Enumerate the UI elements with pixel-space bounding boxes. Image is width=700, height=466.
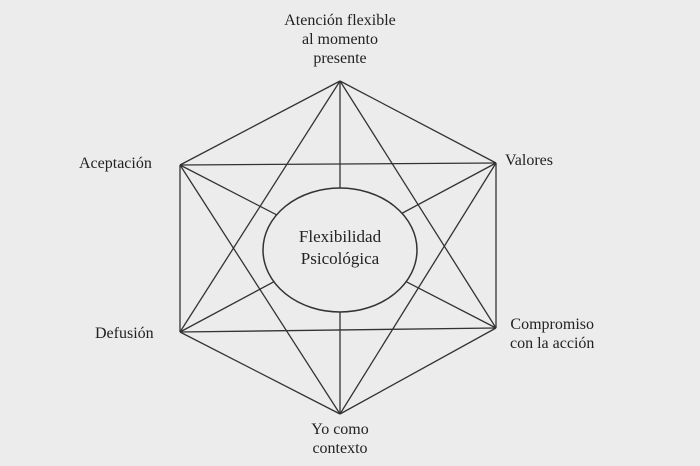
node-label-lower-right: Compromiso con la acción <box>510 315 594 353</box>
label-line: Aceptación <box>79 155 152 172</box>
center-label: Flexibilidad Psicológica <box>263 226 417 270</box>
node-label-upper-right: Valores <box>505 151 553 170</box>
connector-line <box>339 327 497 415</box>
connector-line <box>179 331 341 415</box>
label-line: con la acción <box>510 335 595 352</box>
label-line: al momento <box>302 31 378 48</box>
connector-line <box>339 162 497 415</box>
label-line: Atención flexible <box>284 12 396 29</box>
label-line: presente <box>313 50 367 67</box>
label-line: Valores <box>505 152 553 169</box>
node-label-upper-left: Aceptación <box>79 154 152 173</box>
connector-line <box>179 80 341 166</box>
label-line: Defusión <box>95 325 154 342</box>
connector-line <box>179 164 341 415</box>
connector-line <box>339 80 497 164</box>
connector-line <box>179 327 497 333</box>
connector-line <box>179 162 497 166</box>
label-line: Compromiso <box>510 316 594 333</box>
node-label-lower-left: Defusión <box>95 324 154 343</box>
node-label-bottom: Yo como contexto <box>290 420 390 458</box>
label-line: contexto <box>312 440 368 457</box>
center-ellipse <box>262 187 418 313</box>
label-line: Yo como <box>311 421 369 438</box>
center-line-2: Psicológica <box>300 249 380 268</box>
node-label-top: Atención flexible al momento presente <box>250 11 430 68</box>
center-line-1: Flexibilidad <box>298 227 382 246</box>
